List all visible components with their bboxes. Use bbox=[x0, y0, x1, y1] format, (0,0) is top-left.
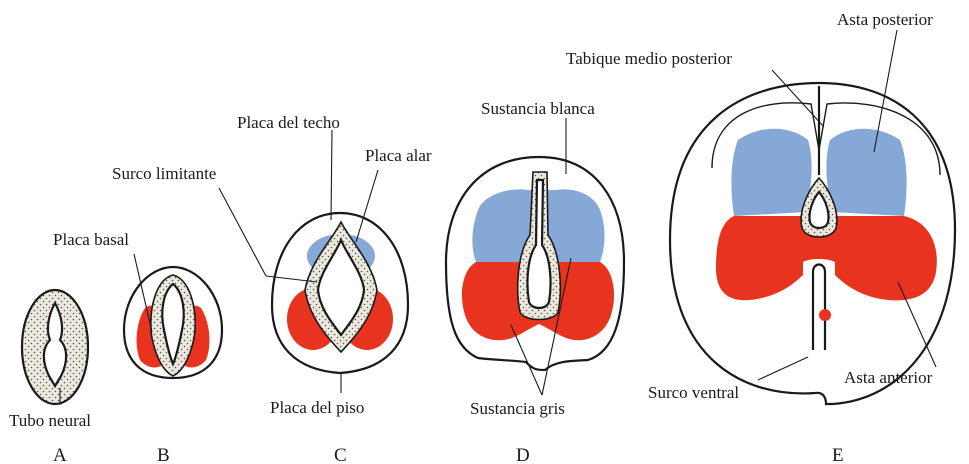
panel-label-d: D bbox=[516, 445, 530, 464]
leader-line bbox=[219, 188, 266, 276]
stage-a bbox=[22, 290, 88, 404]
anterior-spinal-artery bbox=[819, 309, 831, 321]
posterior-horn-right bbox=[826, 129, 906, 216]
ventral-fissure bbox=[813, 265, 825, 351]
label-tubo-neural: Tubo neural bbox=[9, 411, 91, 430]
label-surco-ventral: Surco ventral bbox=[648, 383, 739, 402]
panel-label-a: A bbox=[53, 445, 67, 464]
posterior-horn-left bbox=[731, 129, 811, 216]
panel-label-b: B bbox=[157, 445, 170, 464]
label-sustancia-gris: Sustancia gris bbox=[470, 399, 565, 418]
label-asta-anterior: Asta anterior bbox=[844, 368, 933, 387]
leader-line bbox=[331, 130, 332, 220]
label-surco-limitante: Surco limitante bbox=[112, 164, 216, 183]
label-sustancia-blanca: Sustancia blanca bbox=[481, 99, 595, 118]
label-tabique-medio-posterior: Tabique medio posterior bbox=[566, 49, 732, 68]
panel-label-e: E bbox=[832, 445, 844, 464]
panel-letters: A B C D E bbox=[53, 445, 844, 464]
label-placa-del-piso: Placa del piso bbox=[270, 398, 364, 417]
stage-b bbox=[124, 267, 222, 378]
stage-e bbox=[670, 83, 955, 404]
label-placa-basal: Placa basal bbox=[53, 230, 129, 249]
label-placa-del-techo: Placa del techo bbox=[237, 113, 340, 132]
stage-d bbox=[446, 157, 624, 370]
label-asta-posterior: Asta posterior bbox=[837, 10, 933, 29]
stage-c bbox=[272, 213, 408, 373]
panel-label-c: C bbox=[334, 445, 347, 464]
label-placa-alar: Placa alar bbox=[365, 146, 432, 165]
